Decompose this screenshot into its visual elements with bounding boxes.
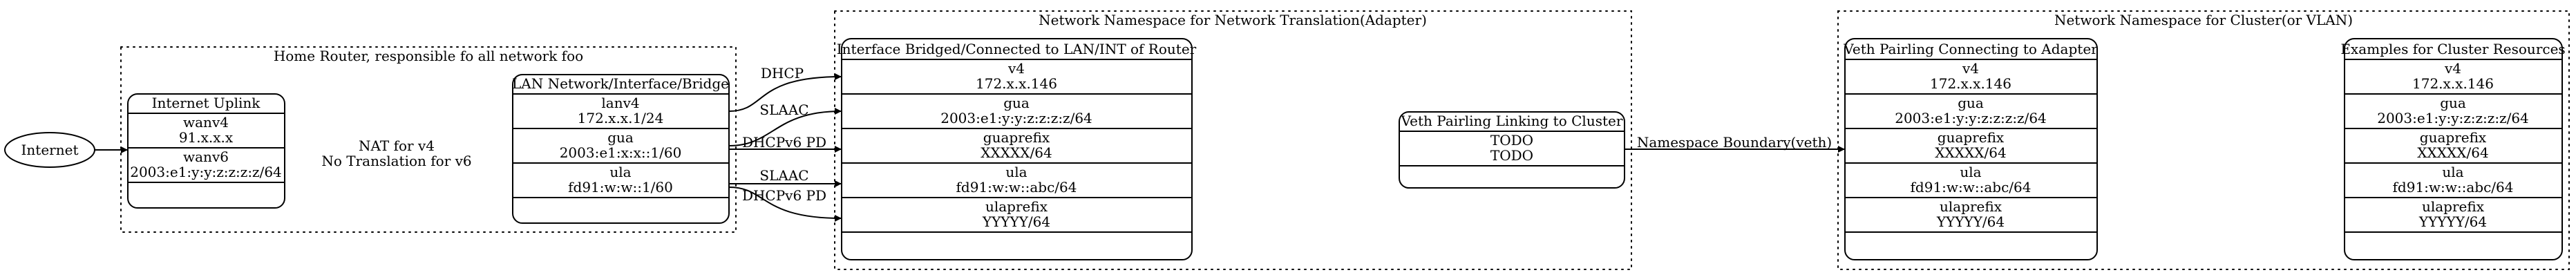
row-key: gua [607, 129, 634, 146]
cluster-home-router-label: Home Router, responsible fo all network … [274, 48, 583, 64]
node-title: Internet Uplink [152, 95, 261, 111]
row-key: ula [1960, 164, 1981, 180]
edge-label-dhcpv6-pd-1: DHCPv6 PD [742, 134, 826, 151]
row-key: TODO [1490, 132, 1533, 149]
node-veth-pair: Veth Pairling Connecting to Adapter v4 1… [1843, 38, 2098, 260]
node-interface-bridged: Interface Bridged/Connected to LAN/INT o… [837, 38, 1197, 260]
edge-label-slaac-2: SLAAC [759, 167, 808, 184]
node-cluster-examples: Examples for Cluster Resources v4 172.x.… [2340, 38, 2566, 260]
edge-slaac-1 [728, 108, 842, 146]
node-title: Veth Pairling Connecting to Adapter [1843, 41, 2098, 57]
row-value: 2003:e1:x:x::1/60 [560, 144, 682, 161]
row-value: 172.x.x.146 [976, 75, 1057, 92]
row-key: ula [2442, 164, 2463, 180]
cluster-vlan: Network Namespace for Cluster(or VLAN) [1837, 10, 2570, 270]
row-value: 2003:e1:y:y:z:z:z:z/64 [940, 110, 1092, 126]
row-key: guaprefix [2420, 129, 2487, 146]
row-value: fd91:w:w::abc/64 [2393, 179, 2514, 195]
row-key: ulaprefix [1940, 198, 2002, 215]
row-value: fd91:w:w::abc/64 [956, 179, 1077, 195]
edge-label-namespace-boundary: Namespace Boundary(veth) [1637, 134, 1832, 151]
row-key: ulaprefix [985, 198, 1048, 215]
edge-dhcpv6-pd-2 [728, 187, 842, 222]
row-value: TODO [1490, 147, 1533, 164]
edge-label-dhcp: DHCP [761, 65, 804, 82]
node-title: LAN Network/Interface/Bridge [512, 75, 729, 92]
node-lan-network: LAN Network/Interface/Bridge lanv4 172.x… [512, 74, 730, 224]
cluster-home-router: Home Router, responsible fo all network … [120, 46, 737, 233]
row-key: wanv6 [183, 149, 229, 165]
row-value: 2003:e1:y:y:z:z:z:z/64 [2377, 110, 2529, 126]
row-key: gua [2440, 95, 2466, 111]
row-key: v4 [1007, 60, 1025, 77]
row-key: lanv4 [601, 95, 639, 111]
row-value: fd91:w:w::abc/64 [1911, 179, 2032, 195]
row-key: ula [609, 164, 631, 180]
row-key: wanv4 [183, 114, 229, 131]
cluster-vlan-label: Network Namespace for Cluster(or VLAN) [2054, 12, 2353, 28]
row-value: YYYYY/64 [1936, 213, 2005, 230]
row-key: gua [1003, 95, 1030, 111]
nat-note-line: NAT for v4 [359, 137, 435, 154]
row-value: fd91:w:w::1/60 [568, 179, 673, 195]
node-veth-link: Veth Pairling Linking to Cluster TODO TO… [1399, 111, 1625, 189]
edge-label-dhcpv6-pd-2: DHCPv6 PD [742, 187, 826, 204]
node-internet: Internet [4, 132, 95, 168]
nat-note-line: No Translation for v6 [321, 153, 471, 169]
row-key: gua [1958, 95, 1984, 111]
row-key: v4 [2444, 60, 2461, 77]
row-key: ulaprefix [2422, 198, 2485, 215]
row-key: guaprefix [1938, 129, 2005, 146]
node-title: Interface Bridged/Connected to LAN/INT o… [837, 41, 1197, 57]
row-key: ula [1005, 164, 1027, 180]
row-key: v4 [1962, 60, 1979, 77]
cluster-translation-label: Network Namespace for Network Translatio… [1039, 12, 1427, 28]
node-internet-label: Internet [21, 142, 79, 158]
row-value: YYYYY/64 [2418, 213, 2487, 230]
node-internet-uplink: Internet Uplink wanv4 91.x.x.x wanv6 200… [127, 93, 285, 209]
row-value: 2003:e1:y:y:z:z:z:z/64 [1895, 110, 2047, 126]
cluster-translation: Network Namespace for Network Translatio… [834, 10, 1632, 270]
node-title: Veth Pairling Linking to Cluster [1401, 113, 1623, 129]
row-value: YYYYY/64 [982, 213, 1050, 230]
row-value: 172.x.x.1/24 [578, 110, 664, 126]
row-key: guaprefix [983, 129, 1050, 146]
row-value: XXXXX/64 [1935, 144, 2006, 161]
edge-dhcp [728, 73, 842, 112]
nat-note: NAT for v4 No Translation for v6 [321, 137, 471, 169]
row-value: XXXXX/64 [981, 144, 1052, 161]
edge-label-slaac-1: SLAAC [759, 102, 808, 118]
row-value: XXXXX/64 [2417, 144, 2488, 161]
node-title: Examples for Cluster Resources [2340, 41, 2565, 57]
row-value: 91.x.x.x [179, 129, 234, 146]
row-value: 2003:e1:y:y:z:z:z:z/64 [130, 164, 282, 180]
row-value: 172.x.x.146 [2412, 75, 2494, 92]
row-value: 172.x.x.146 [1930, 75, 2011, 92]
